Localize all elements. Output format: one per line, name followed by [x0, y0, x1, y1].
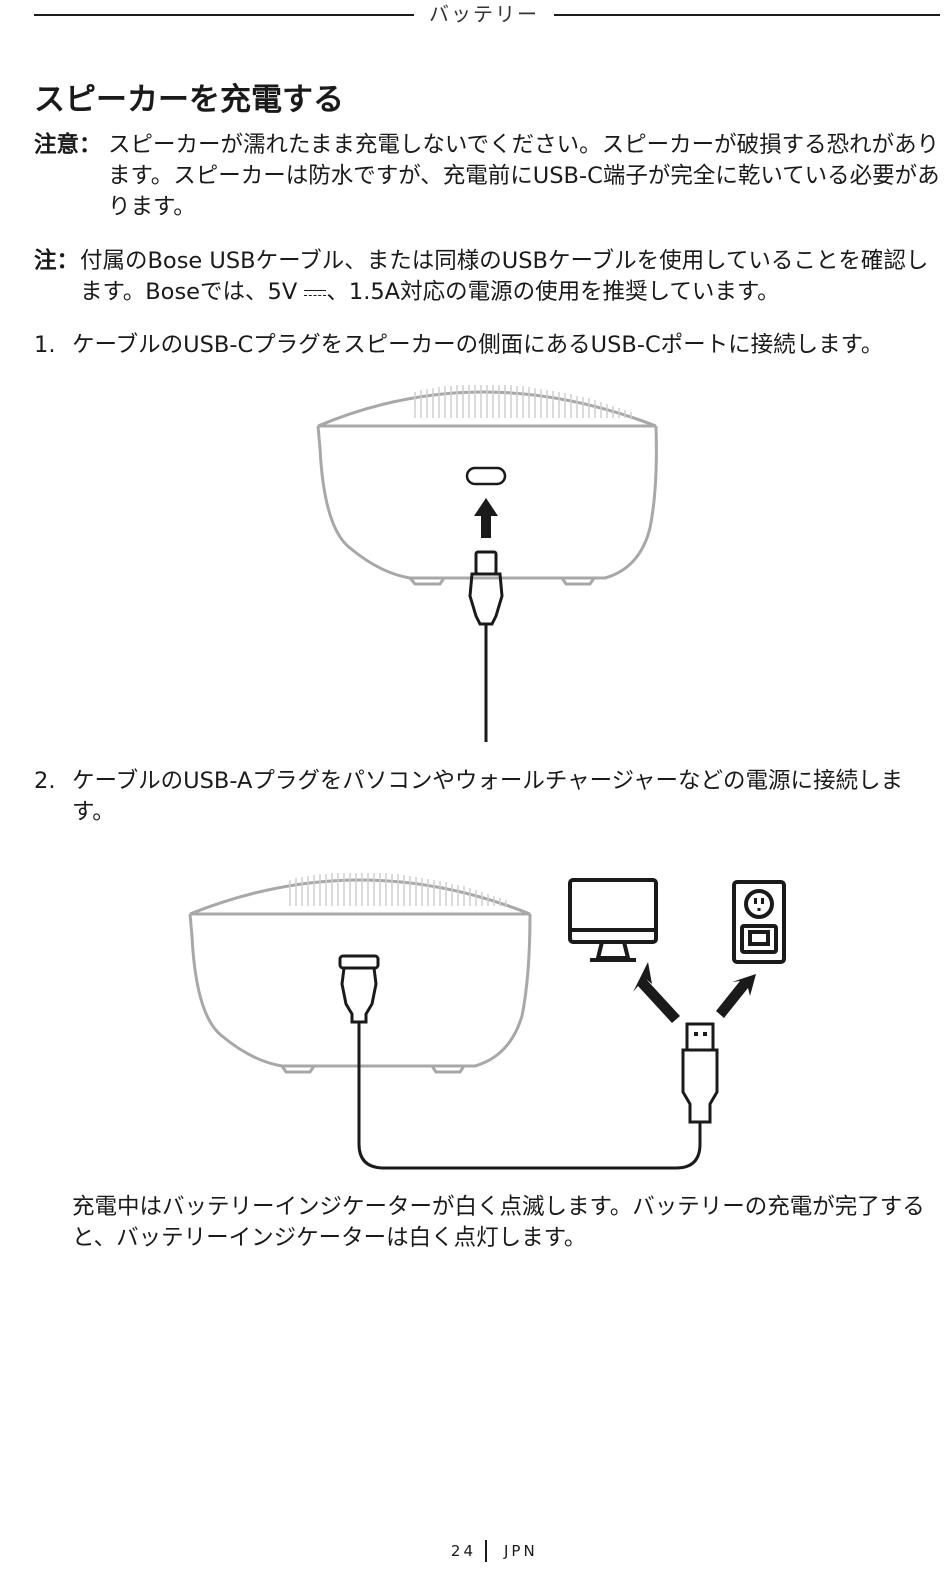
step-2-number: 2. [34, 768, 56, 794]
caution-note: 注意： スピーカーが濡れたまま充電しないでください。スピーカーが破損する恐れがあ… [34, 130, 942, 223]
step-1-number: 1. [34, 332, 56, 358]
wall-outlet-icon [732, 880, 786, 964]
caution-text: スピーカーが濡れたまま充電しないでください。スピーカーが破損する恐れがあります。… [108, 132, 940, 220]
charging-status-text: 充電中はバッテリーインジケーターが白く点滅します。バッテリーの充電が完了すると、… [72, 1194, 925, 1251]
header-rule-left [34, 14, 414, 16]
usb-a-power-source-illustration [188, 873, 786, 1170]
arrow-to-computer-icon [633, 962, 680, 1023]
step-1: 1. ケーブルのUSB-Cプラグをスピーカーの側面にあるUSB-Cポートに接続し… [34, 330, 942, 361]
page-footer: 24 JPN [0, 1540, 950, 1562]
step-1-text: ケーブルのUSB-Cプラグをスピーカーの側面にあるUSB-Cポートに接続します。 [72, 332, 884, 358]
note-text-after: 、1.5A対応の電源の使用を推奨しています。 [326, 279, 780, 305]
usb-c-plug-icon [468, 550, 504, 742]
caution-label: 注意： [34, 132, 102, 158]
section-header: バッテリー [34, 0, 940, 28]
header-rule-right [554, 14, 940, 16]
page-title: スピーカーを充電する [34, 82, 344, 118]
speaker-grille [414, 385, 632, 418]
info-note: 注： 付属のBose USBケーブル、または同様のUSBケーブルを使用しているこ… [34, 246, 942, 308]
step-2-text: ケーブルのUSB-Aプラグをパソコンやウォールチャージャーなどの電源に接続します… [72, 768, 904, 825]
speaker-grille [289, 873, 507, 906]
speaker-body [188, 878, 532, 1074]
note-label: 注： [34, 248, 80, 274]
usb-cable [357, 1022, 702, 1170]
dc-current-icon [304, 288, 327, 298]
language-code: JPN [504, 1542, 538, 1560]
section-title: バッテリー [429, 2, 539, 26]
arrow-to-wall-charger-icon [716, 974, 756, 1018]
footer-separator [485, 1540, 487, 1562]
page-number: 24 [450, 1542, 476, 1560]
usb-c-port-icon [465, 466, 507, 486]
outlet-socket-pins [754, 898, 764, 911]
computer-monitor-icon [568, 878, 658, 962]
arrow-up-icon [474, 498, 498, 538]
step-2: 2. ケーブルのUSB-Aプラグをパソコンやウォールチャージャーなどの電源に接続… [34, 766, 942, 828]
usb-a-plug-icon [681, 1022, 719, 1124]
speaker-usb-c-illustration [316, 385, 658, 742]
usb-c-plug-icon [338, 954, 380, 1024]
speaker-body [316, 390, 658, 586]
note-text-before: 付属のBose USBケーブル、または同様のUSBケーブルを使用していることを確… [80, 248, 929, 305]
